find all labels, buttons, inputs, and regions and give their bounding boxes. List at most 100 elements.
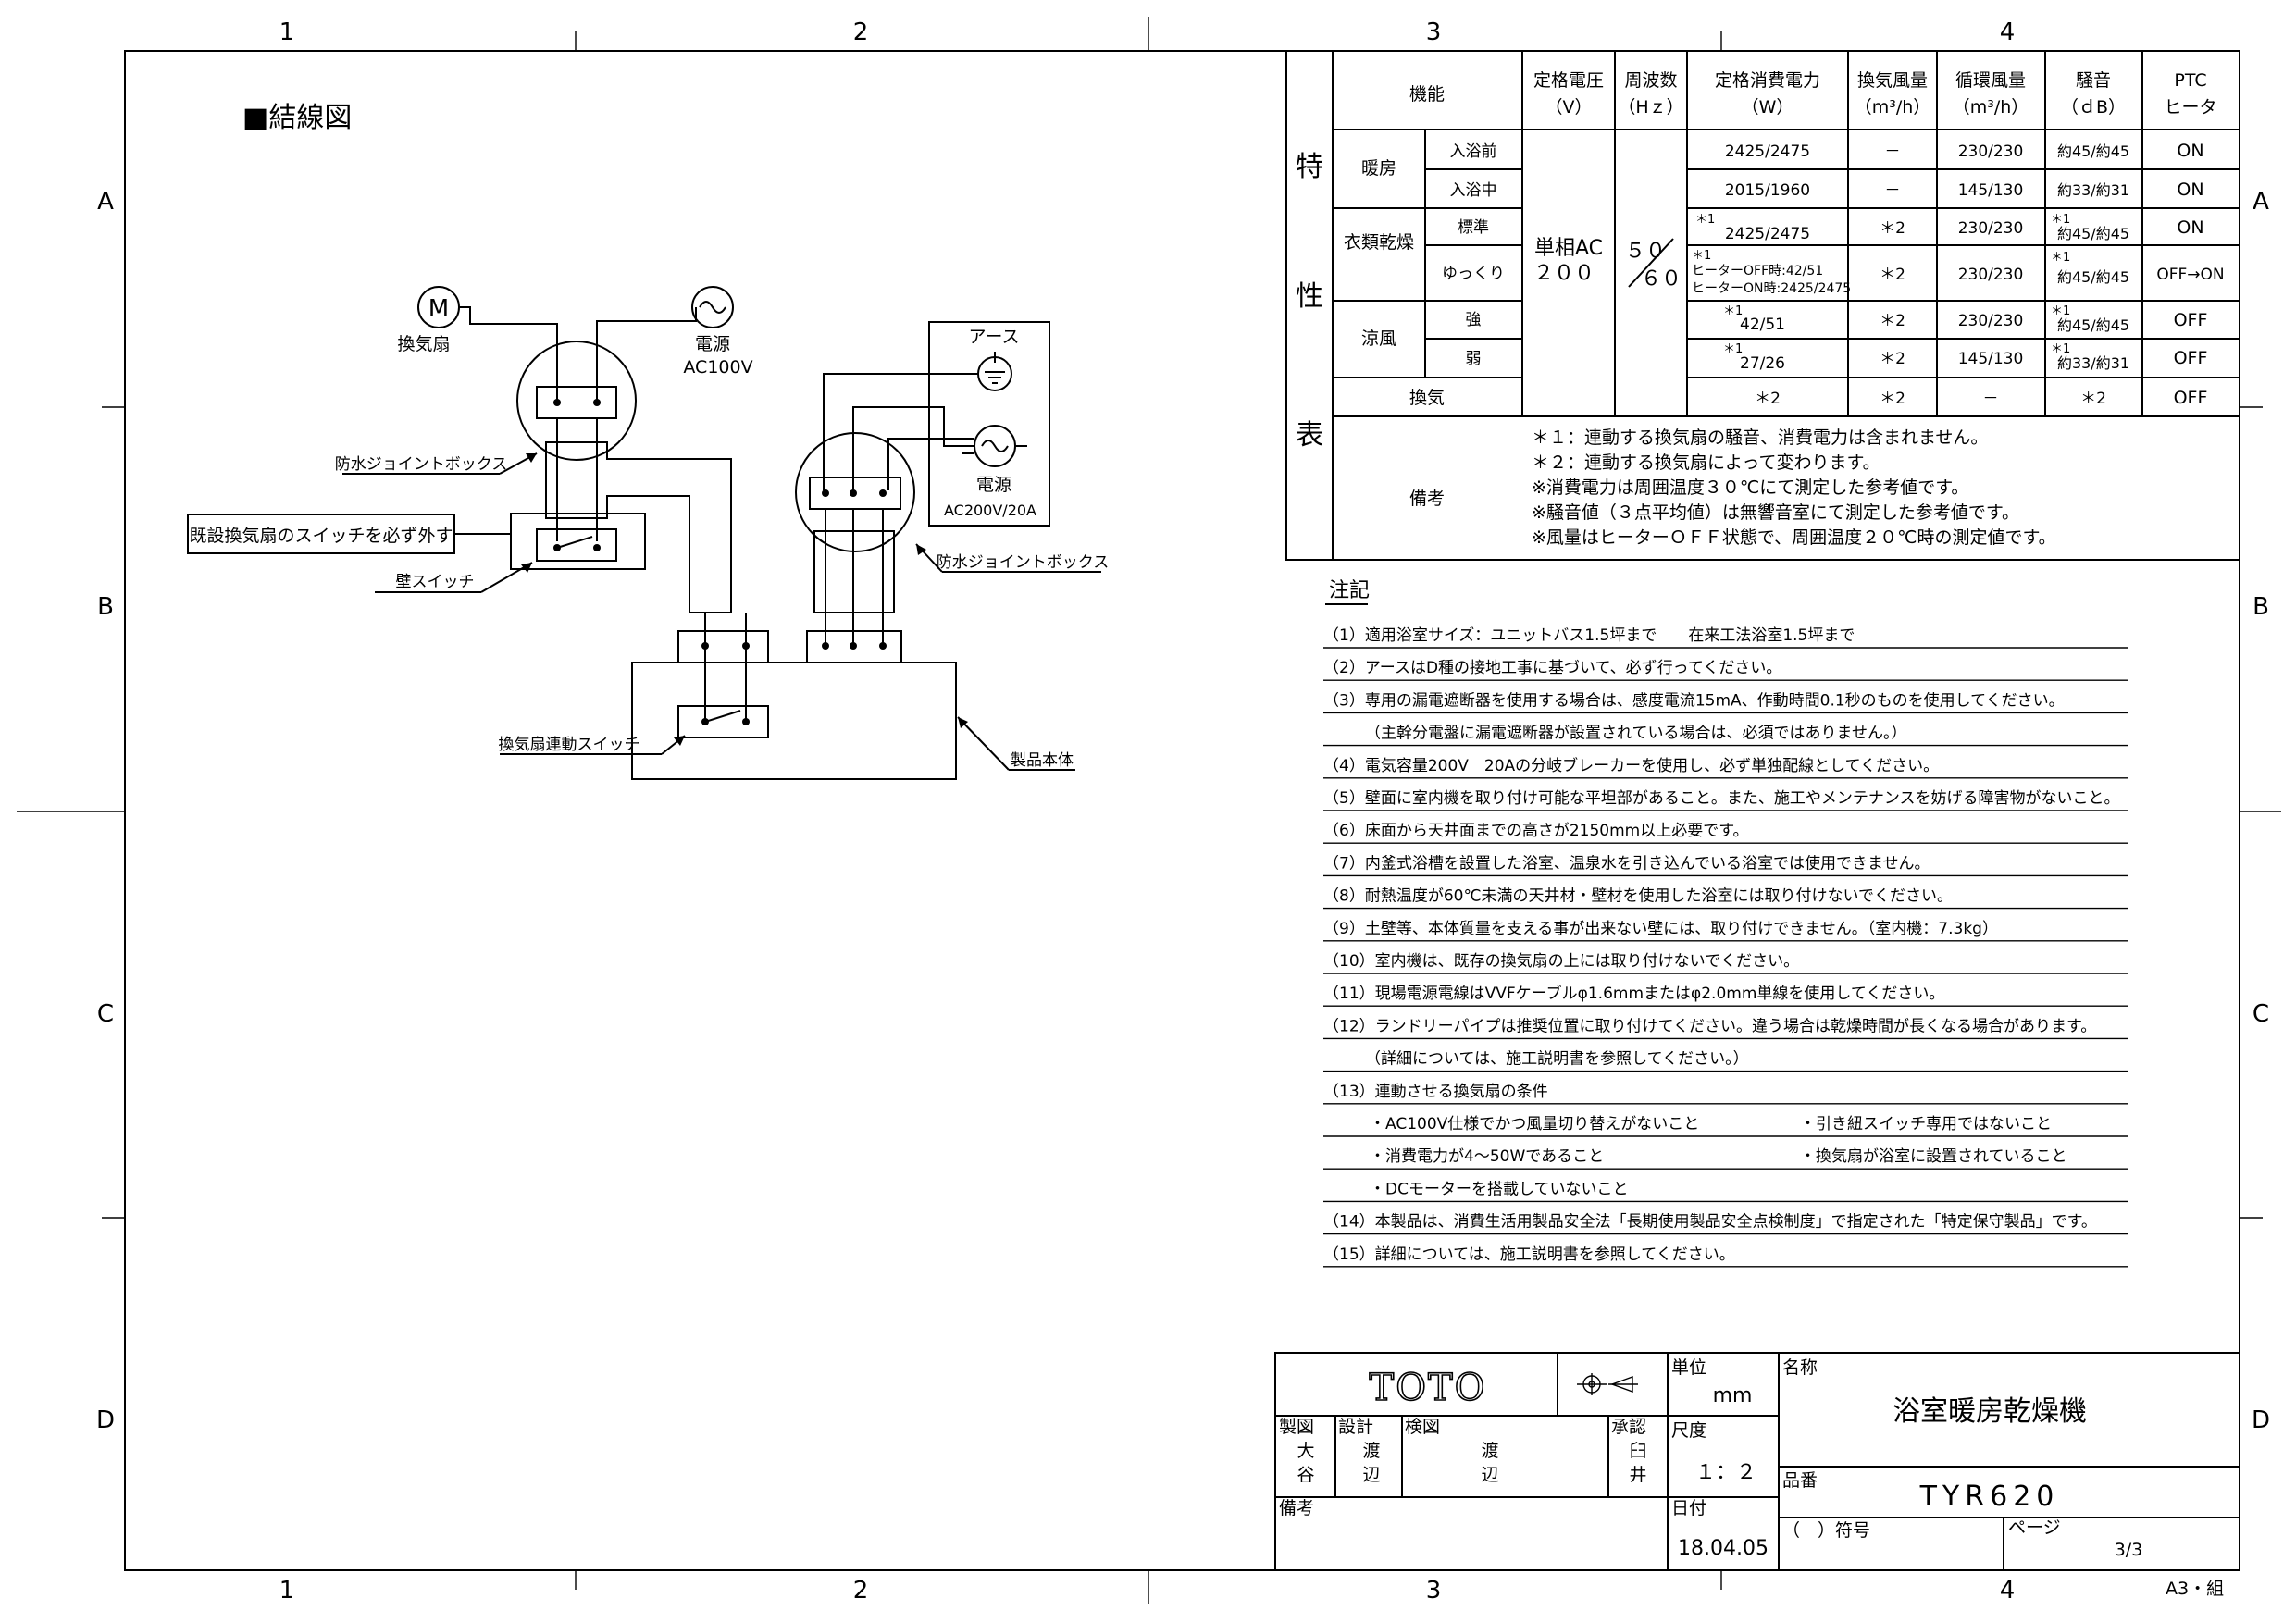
power-footnote: ＊1 — [1692, 249, 1711, 263]
design-name-2: 辺 — [1362, 1465, 1380, 1485]
mode-cell: 強 — [1466, 311, 1482, 329]
group-cool-breeze: 涼風 — [1361, 328, 1396, 349]
power-source-1-symbol — [691, 286, 734, 328]
header-frequency: 周波数 — [1624, 70, 1677, 91]
spec-row: ゆっくり ＊1 ヒーターOFF時:42/51 ヒーターON時:2425/2475… — [1442, 249, 2225, 296]
wall-switch-outer — [510, 513, 646, 570]
col-label-1-bottom: 1 — [279, 1577, 295, 1604]
noise-cell: 約33/約31 — [2057, 181, 2129, 199]
header-voltage: 定格電圧 — [1533, 70, 1604, 91]
power-footnote: ＊1 — [1723, 304, 1743, 318]
noise-cell: 約45/約45 — [2057, 142, 2129, 160]
made-label: 製図 — [1279, 1417, 1314, 1437]
vent-cell: ＊2 — [1880, 390, 1905, 408]
mode-cell: 入浴前 — [1450, 142, 1497, 161]
header-ptc-sub: ヒータ — [2164, 97, 2216, 118]
freq-value-top: ５０ — [1625, 240, 1666, 263]
power-footnote: ＊1 — [1695, 213, 1715, 227]
vent-cell: ＊2 — [1880, 350, 1905, 368]
power-source-2-label: 電源 — [976, 475, 1011, 495]
check-label: 検図 — [1405, 1417, 1440, 1437]
row-label-a: A — [97, 188, 114, 216]
header-ptc: PTC — [2174, 70, 2206, 91]
note-line: （13）連動させる換気扇の条件 — [1323, 1083, 1548, 1101]
junction-box-1-label: 防水ジョイントボックス — [335, 455, 508, 474]
ptc-cell: ON — [2177, 141, 2203, 161]
col-label-1: 1 — [279, 19, 295, 46]
wall-switch-label: 壁スイッチ — [396, 573, 475, 591]
note-line: ・DCモーターを搭載していないこと — [1370, 1180, 1628, 1198]
page-value: 3/3 — [2115, 1540, 2143, 1560]
spec-row-ventilation: 換気 ＊2 ＊2 － ＊2 OFF — [1409, 388, 2207, 408]
titleblock-remarks-label: 備考 — [1279, 1498, 1314, 1518]
header-vent-flow: 換気風量 — [1857, 70, 1928, 91]
spec-side-char-1: 特 — [1296, 151, 1323, 183]
row-label-b: B — [97, 593, 114, 621]
row-label-c-right: C — [2253, 1000, 2269, 1028]
noise-cell: 約45/約45 — [2057, 268, 2129, 286]
col-label-2-bottom: 2 — [853, 1577, 869, 1604]
spec-side-char-3: 表 — [1296, 419, 1323, 452]
note-line: （10）室内機は、既存の換気扇の上には取り付けないでください。 — [1323, 952, 1799, 971]
power-cell: 27/26 — [1740, 354, 1785, 373]
toto-logo: TOTO — [1370, 1367, 1487, 1409]
vent-cell: － — [1885, 142, 1901, 161]
approve-label: 承認 — [1611, 1417, 1646, 1437]
part-number: TYR620 — [1919, 1481, 2060, 1513]
header-vent-flow-unit: （m³/h） — [1855, 97, 1931, 118]
remark-line-2: ＊２：連動する換気扇によって変わります。 — [1532, 452, 1880, 473]
row-label-d: D — [96, 1406, 115, 1434]
vent-cell: ＊2 — [1880, 219, 1905, 238]
noise-cell: ＊2 — [2080, 390, 2106, 408]
circ-cell: － — [1983, 390, 1999, 408]
row-labels-right: A B C D — [2252, 188, 2270, 1434]
circ-cell: 230/230 — [1958, 312, 2024, 330]
notes-section: 注記 （1）適用浴室サイズ：ユニットバス1.5坪まで 在来工法浴室1.5坪まで （… — [1323, 579, 2128, 1268]
circ-cell: 230/230 — [1958, 142, 2024, 161]
spec-row: 入浴前 2425/2475 － 230/230 約45/約45 ON — [1450, 141, 2204, 161]
spec-row: 弱 ＊1 27/26 ＊2 145/130 ＊1 約33/約31 OFF — [1466, 342, 2208, 373]
approve-name-1: 臼 — [1629, 1441, 1646, 1461]
header-frequency-unit: （Hｚ） — [1618, 97, 1683, 118]
note-line: （主幹分電盤に漏電遮断器が設置されている場合は、必須ではありません。） — [1365, 724, 1906, 743]
note-line-right: ・引き紐スイッチ専用ではないこと — [1800, 1115, 2052, 1134]
header-power-unit: （W） — [1742, 97, 1794, 118]
spec-table: 特 性 表 機能 定格電圧 （V） 周波数 （Hｚ） 定格消費電力 （W） 換気… — [1285, 50, 2240, 561]
ac-wave-icon-2 — [981, 440, 1009, 452]
fan-label: 換気扇 — [397, 334, 450, 354]
note-line: （15）詳細については、施工説明書を参照してください。 — [1323, 1245, 1735, 1264]
col-label-2: 2 — [853, 19, 869, 46]
remove-switch-note: 既設換気扇のスイッチを必ず外す — [189, 526, 453, 546]
column-labels-bottom: 1 2 3 4 — [279, 1577, 2016, 1604]
note-line: （9）土壁等、本体質量を支える事が出来ない壁には、取り付けできません。（室内機：… — [1323, 920, 1998, 938]
junction-box-1-terminal — [536, 386, 617, 419]
circ-cell: 230/230 — [1958, 219, 2024, 238]
unit-label: 単位 — [1671, 1357, 1706, 1378]
circ-cell: 145/130 — [1958, 350, 2024, 368]
vent-cell: － — [1885, 181, 1901, 200]
circ-cell: 145/130 — [1958, 181, 2024, 200]
remark-line-5: ※風量はヒーターＯＦＦ状態で、周囲温度２０℃時の測定値です。 — [1532, 527, 2056, 548]
note-line: （1）適用浴室サイズ：ユニットバス1.5坪まで 在来工法浴室1.5坪まで — [1323, 626, 1855, 645]
spec-side-char-2: 性 — [1296, 280, 1323, 313]
wall-switch-inner — [536, 528, 617, 562]
mode-cell: 入浴中 — [1450, 181, 1497, 200]
note-line: （6）床面から天井面までの高さが2150mm以上必要です。 — [1323, 822, 1749, 840]
note-line-right: ・換気扇が浴室に設置されていること — [1800, 1147, 2067, 1166]
earth-power-box — [928, 321, 1050, 527]
note-line: （3）専用の漏電遮断器を使用する場合は、感度電流15mA、作動時間0.1秒のもの… — [1323, 690, 2065, 710]
junction-box-2-terminal — [809, 477, 901, 510]
power-cell: ヒーターOFF時:42/51 — [1692, 264, 1823, 279]
note-line: （7）内釜式浴槽を設置した浴室、温泉水を引き込んでいる浴室では使用できません。 — [1323, 853, 1930, 873]
voltage-value-2: ２００ — [1533, 262, 1595, 285]
remark-line-4: ※騒音値（３点平均値）は無響音室にて測定した参考値です。 — [1532, 502, 2019, 523]
column-labels-top: 1 2 3 4 — [279, 19, 2016, 46]
notes-title: 注記 — [1329, 579, 1370, 602]
note-line: ・AC100V仕様でかつ風量切り替えがないこと — [1370, 1115, 1699, 1134]
product-body-label: 製品本体 — [1011, 751, 1074, 770]
design-label: 設計 — [1338, 1417, 1373, 1437]
remarks-label: 備考 — [1409, 489, 1445, 509]
product-name: 浴室暖房乾燥機 — [1893, 1395, 2087, 1428]
scale-label: 尺度 — [1671, 1420, 1706, 1441]
